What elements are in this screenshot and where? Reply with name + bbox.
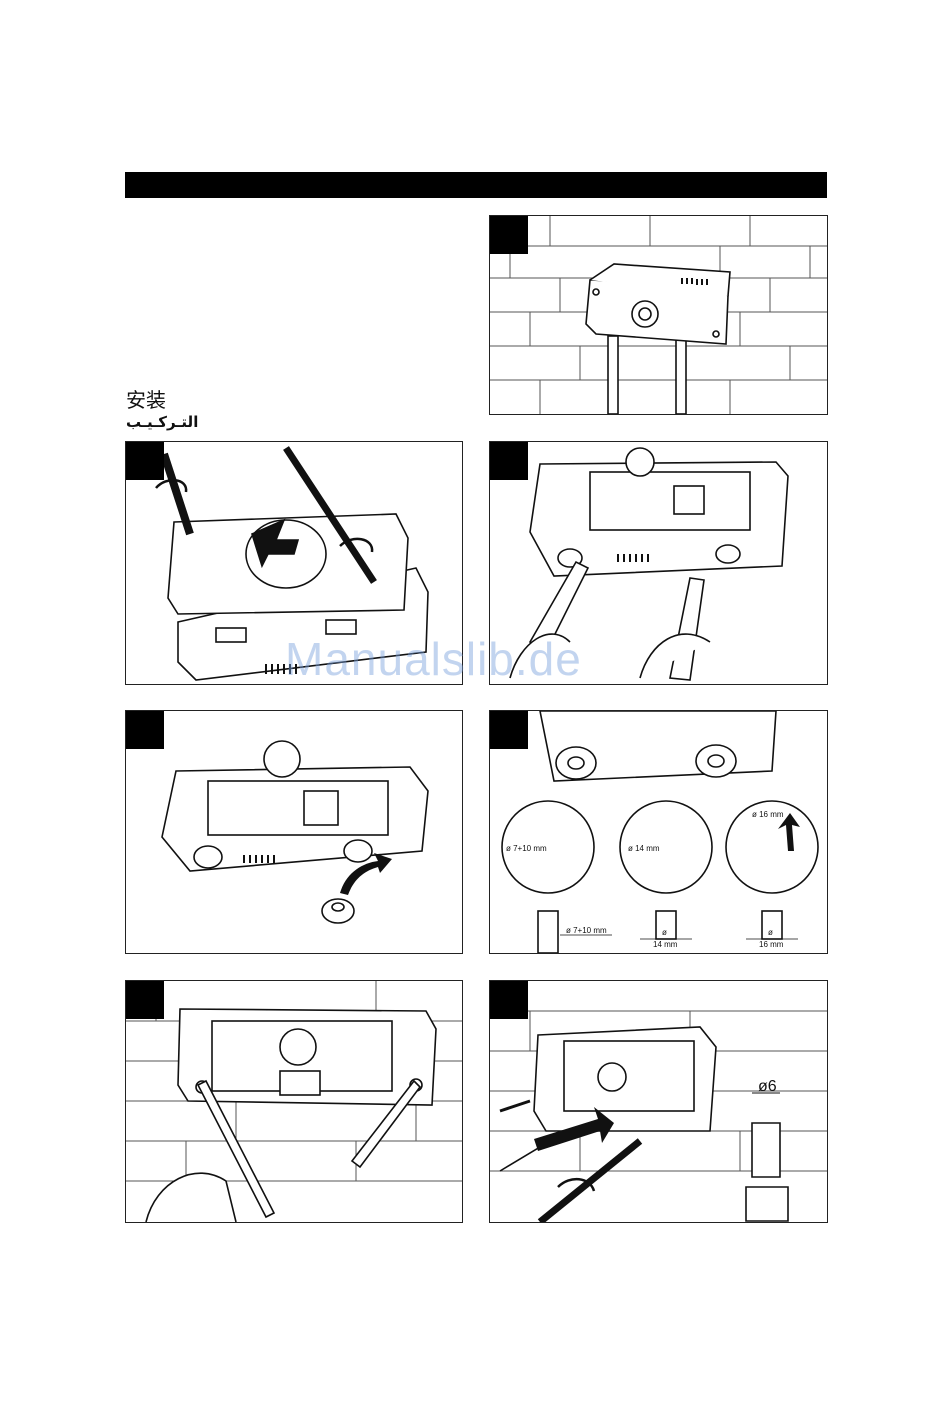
section-header-bar xyxy=(125,172,827,198)
step-badge xyxy=(126,981,164,1019)
illustration-step-4-grommet xyxy=(125,710,463,954)
cable-size-c-symbol: ø xyxy=(768,928,773,937)
cable-sizes-drawing: ø 7+10 mm ø 14 mm ø 16 mm ø 7+10 mm ø 14… xyxy=(490,711,827,953)
fix-screws-drawing: ø6 xyxy=(490,981,827,1222)
cable-size-b: 14 mm xyxy=(653,940,678,949)
step-badge xyxy=(490,711,528,749)
step-badge xyxy=(126,442,164,480)
illustration-step-5-cable-sizes: ø 7+10 mm ø 14 mm ø 16 mm ø 7+10 mm ø 14… xyxy=(489,710,828,954)
section-title-zh: 安装 xyxy=(126,388,198,412)
step-badge xyxy=(126,711,164,749)
cable-size-b-symbol: ø xyxy=(662,928,667,937)
step-badge xyxy=(490,216,528,254)
hole-size-a: ø 7+10 mm xyxy=(506,844,547,853)
mounted-device-drawing xyxy=(490,216,827,414)
grommet-drawing xyxy=(126,711,462,953)
hole-size-b: ø 14 mm xyxy=(628,844,660,853)
step-badge xyxy=(490,442,528,480)
illustration-step-7-fix-screws: ø6 xyxy=(489,980,828,1223)
hole-size-c: ø 16 mm xyxy=(752,810,784,819)
illustration-step-6-mark-holes xyxy=(125,980,463,1223)
mark-holes-drawing xyxy=(126,981,462,1222)
cable-size-a: ø 7+10 mm xyxy=(566,926,607,935)
step-badge xyxy=(490,981,528,1019)
section-title-ar: التـركـيـب xyxy=(126,412,198,432)
drill-size-label: ø6 xyxy=(758,1078,777,1095)
illustration-step-1-mounted xyxy=(489,215,828,415)
cable-size-c: 16 mm xyxy=(759,940,784,949)
section-labels: 安装 التـركـيـب xyxy=(126,388,198,432)
watermark: Manualslib.de xyxy=(285,632,582,686)
